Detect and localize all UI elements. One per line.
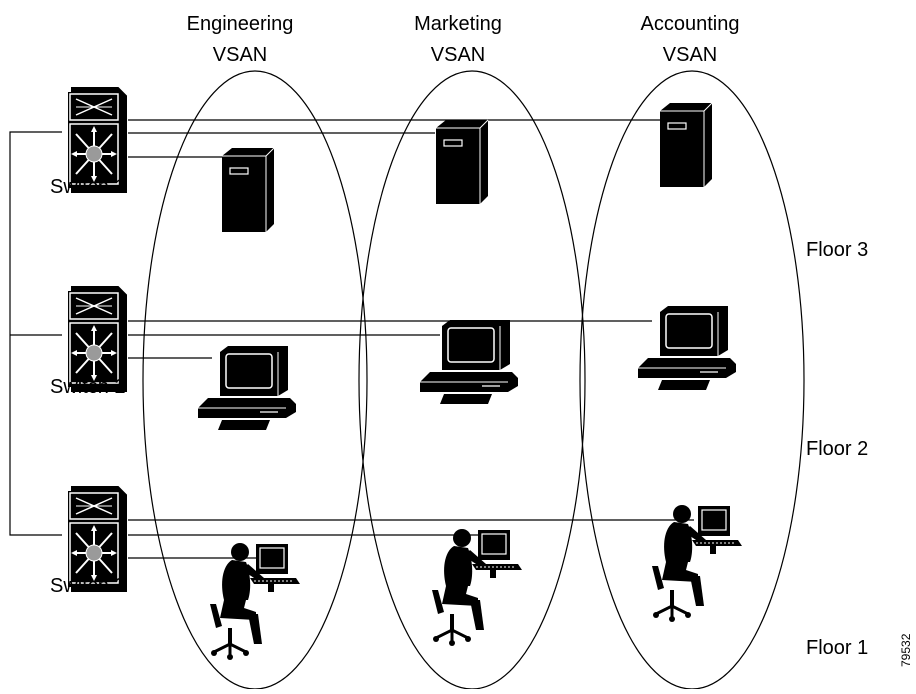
svg-text:Engineering: Engineering — [187, 13, 294, 35]
svg-text:VSAN: VSAN — [431, 44, 485, 66]
floor-3-label: Floor 3 — [806, 239, 868, 261]
vsan-header-marketing: Marketing VSAN — [414, 13, 502, 66]
vsan-header-accounting: Accounting VSAN — [641, 13, 740, 66]
svg-text:VSAN: VSAN — [663, 44, 717, 66]
workstation-icon — [637, 305, 737, 391]
workstation-icon — [197, 345, 297, 431]
switch-trunk-line — [9, 131, 62, 536]
switch-3-links — [128, 519, 694, 559]
svg-text:Marketing: Marketing — [414, 13, 502, 35]
floor-2-label: Floor 2 — [806, 438, 868, 460]
switch-3-label: Switch 3 — [50, 575, 126, 597]
switch-1-label: Switch 1 — [50, 176, 126, 198]
switch-2-links — [128, 320, 652, 359]
floor-1-label: Floor 1 — [806, 637, 868, 659]
vsan-header-engineering: Engineering VSAN — [187, 13, 294, 66]
switch-1-links — [128, 119, 660, 158]
switch-2-label: Switch 2 — [50, 376, 126, 398]
server-icon — [659, 102, 713, 188]
server-icon — [435, 119, 489, 205]
svg-text:Accounting: Accounting — [641, 13, 740, 35]
figure-id: 79532 — [899, 633, 913, 667]
user-at-computer-icon — [650, 503, 744, 624]
workstation-icon — [419, 319, 519, 405]
server-icon — [221, 147, 275, 233]
user-at-computer-icon — [430, 527, 524, 648]
svg-text:VSAN: VSAN — [213, 44, 267, 66]
user-at-computer-icon — [208, 541, 302, 662]
